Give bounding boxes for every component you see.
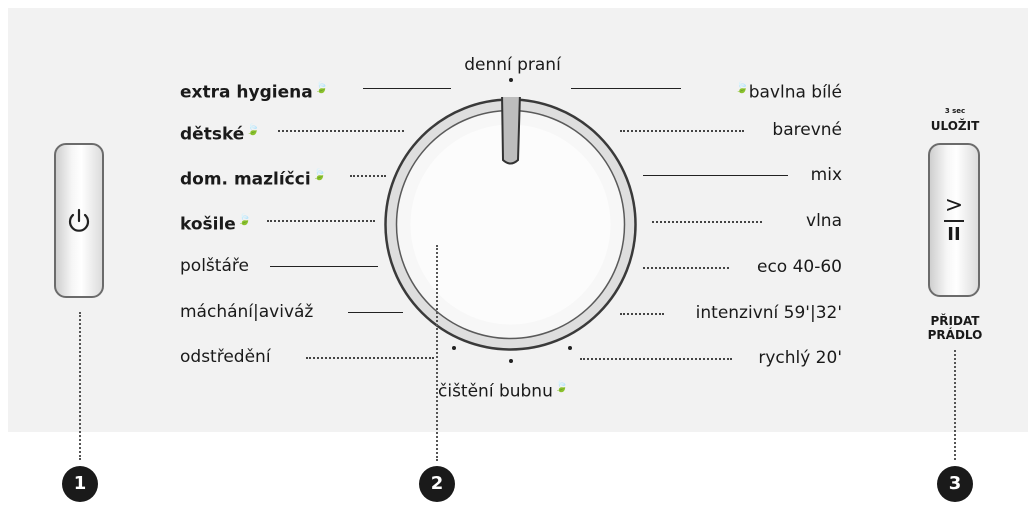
leaf-icon: 🍃 — [312, 168, 327, 181]
program-odstredeni: odstředění — [180, 347, 271, 367]
start-pause-icon: > II — [930, 195, 978, 244]
callout-badge-2: 2 — [419, 466, 455, 502]
connector — [643, 267, 729, 269]
program-polstare: polštáře — [180, 256, 249, 276]
connector — [571, 88, 681, 89]
program-extra-hygiena: extra hygiena🍃 — [180, 81, 329, 103]
program-rychly-20: rychlý 20' — [758, 348, 842, 368]
dial-dot — [509, 78, 513, 82]
program-mix: mix — [810, 165, 842, 185]
connector — [267, 220, 375, 222]
pause-glyph: II — [947, 224, 961, 245]
callout-badge-1: 1 — [62, 466, 98, 502]
program-bavlna-bile: 🍃bavlna bílé — [735, 81, 842, 103]
connector — [350, 175, 386, 177]
dial-dot — [509, 359, 513, 363]
power-button[interactable] — [54, 143, 104, 298]
program-eco-40-60: eco 40-60 — [756, 257, 842, 277]
callout-line-3 — [954, 350, 956, 460]
add-laundry-label-1: PŘIDAT — [930, 314, 980, 328]
leaf-icon: 🍃 — [237, 213, 252, 226]
callout-line-1 — [79, 312, 81, 460]
connector — [306, 357, 434, 359]
callout-badge-3: 3 — [937, 466, 973, 502]
program-cisteni-bubnu: čištění bubnu🍃 — [438, 380, 569, 402]
leaf-icon: 🍃 — [246, 123, 261, 136]
program-intenzivni: intenzivní 59'|32' — [695, 303, 842, 323]
connector — [278, 130, 404, 132]
leaf-icon: 🍃 — [314, 81, 329, 94]
program-vlna: vlna — [806, 211, 842, 231]
callout-line-2 — [436, 245, 438, 461]
power-icon — [68, 208, 90, 232]
connector — [363, 88, 451, 89]
program-dial[interactable] — [383, 97, 638, 352]
connector — [620, 130, 744, 132]
program-denni-prani: denní praní — [464, 55, 561, 75]
connector — [348, 312, 403, 313]
program-machani-avivaz: máchání|aviváž — [180, 302, 314, 322]
dial-dot — [568, 346, 572, 350]
hold-hint: 3 sec — [944, 107, 966, 115]
connector — [620, 313, 664, 315]
program-dom-mazlicci: dom. mazlíčci🍃 — [180, 168, 327, 190]
program-detske: dětské🍃 — [180, 123, 261, 145]
connector — [270, 266, 378, 267]
start-pause-button[interactable]: > II — [928, 143, 980, 297]
connector — [652, 221, 762, 223]
play-glyph: > — [944, 193, 964, 218]
save-label: ULOŽIT — [930, 119, 980, 133]
connector — [580, 358, 732, 360]
add-laundry-label-2: PRÁDLO — [927, 328, 983, 342]
dial-dot — [452, 346, 456, 350]
leaf-icon: 🍃 — [554, 380, 569, 393]
connector — [643, 175, 788, 176]
program-barevne: barevné — [772, 120, 842, 140]
program-kosile: košile🍃 — [180, 213, 252, 235]
leaf-icon: 🍃 — [735, 81, 749, 94]
